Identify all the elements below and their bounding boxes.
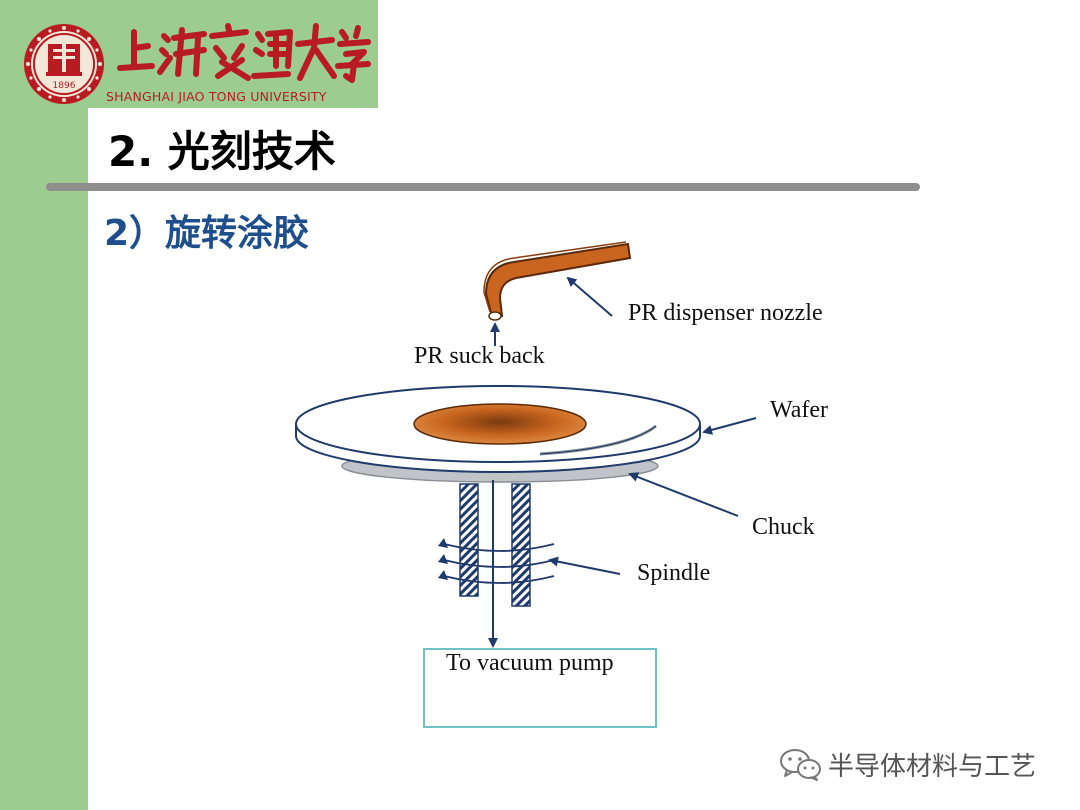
seal-year-text: 1896 bbox=[53, 81, 76, 91]
nozzle-leader-arrow bbox=[566, 276, 613, 317]
slide-subtitle: 2）旋转涂胶 bbox=[104, 213, 310, 254]
dispenser-nozzle bbox=[483, 241, 632, 321]
wafer bbox=[295, 385, 701, 473]
spindle-leader-arrow bbox=[548, 556, 621, 575]
wechat-icon bbox=[780, 749, 821, 781]
watermark: 半导体材料与工艺 bbox=[778, 746, 1036, 782]
label-spindle: Spindle bbox=[637, 560, 710, 586]
university-name-english: SHANGHAI JIAO TONG UNIVERSITY bbox=[106, 89, 327, 104]
label-wafer: Wafer bbox=[770, 397, 828, 423]
watermark-text: 半导体材料与工艺 bbox=[828, 751, 1037, 782]
slide-title: 2. 光刻技术 bbox=[108, 127, 336, 176]
label-vacuum-pump: To vacuum pump bbox=[446, 650, 614, 676]
university-calligraphy-logo bbox=[117, 23, 371, 83]
chuck-leader-arrow bbox=[628, 472, 739, 517]
university-seal-icon: 1896 bbox=[24, 24, 104, 104]
spindle bbox=[438, 483, 555, 607]
vacuum-pump-box bbox=[423, 648, 657, 728]
label-suck-back: PR suck back bbox=[414, 343, 545, 369]
label-nozzle: PR dispenser nozzle bbox=[628, 300, 823, 326]
label-chuck: Chuck bbox=[752, 514, 815, 540]
title-divider bbox=[46, 183, 920, 191]
photoresist-puddle bbox=[413, 403, 587, 445]
wafer-leader-arrow bbox=[702, 417, 757, 435]
left-green-strip bbox=[0, 0, 88, 810]
